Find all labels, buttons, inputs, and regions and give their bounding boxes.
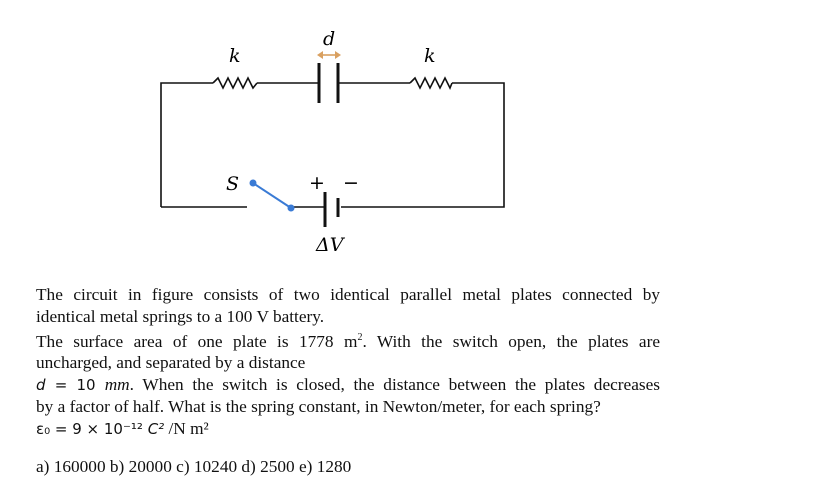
text: . When the switch is closed, the distanc… bbox=[129, 374, 660, 394]
superscript: 2 bbox=[357, 332, 363, 343]
circuit-diagram: k k d S + − ΔV bbox=[160, 28, 505, 256]
spring-label-left: k bbox=[229, 45, 241, 67]
switch-label: S bbox=[226, 173, 239, 195]
spring-left bbox=[212, 76, 258, 90]
gap-arrow-icon bbox=[317, 51, 341, 59]
variable-d: d bbox=[36, 375, 46, 394]
question-line: The circuit in figure consists of two id… bbox=[36, 285, 660, 304]
text: The surface area of one plate is 1778 m bbox=[36, 331, 358, 351]
equals: = bbox=[45, 375, 77, 394]
wire-right bbox=[341, 82, 505, 208]
question-line: The surface area of one plate is 1778 m2… bbox=[36, 327, 660, 352]
unit: /N m² bbox=[164, 418, 209, 438]
question-line: by a factor of half. What is the spring … bbox=[36, 397, 601, 417]
unit: mm bbox=[104, 374, 130, 394]
spring-label-right: k bbox=[424, 45, 436, 67]
switch bbox=[249, 179, 295, 212]
minus-label: − bbox=[343, 172, 359, 194]
question-text: The circuit in figure consists of two id… bbox=[36, 284, 660, 440]
unit: C² bbox=[147, 419, 165, 438]
text: . With the switch open, the plates are bbox=[362, 331, 660, 351]
battery-label: ΔV bbox=[315, 234, 346, 256]
value: 10 bbox=[76, 375, 105, 394]
permittivity-line: ε₀ = 9 × 10⁻¹² C² /N m² bbox=[36, 418, 660, 441]
question-line: identical metal springs to a 100 V batte… bbox=[36, 306, 325, 326]
question-line: uncharged, and separated by a distance bbox=[36, 353, 306, 373]
epsilon-value: ε₀ = 9 × 10⁻¹² bbox=[36, 419, 148, 438]
spring-right bbox=[409, 76, 453, 90]
answer-choices: a) 160000 b) 20000 c) 10240 d) 2500 e) 1… bbox=[36, 457, 352, 476]
plus-label: + bbox=[309, 172, 325, 194]
question-line: d = 10 mm. When the switch is closed, th… bbox=[36, 374, 660, 397]
gap-label: d bbox=[323, 28, 335, 50]
wire-top-left bbox=[160, 82, 213, 207]
